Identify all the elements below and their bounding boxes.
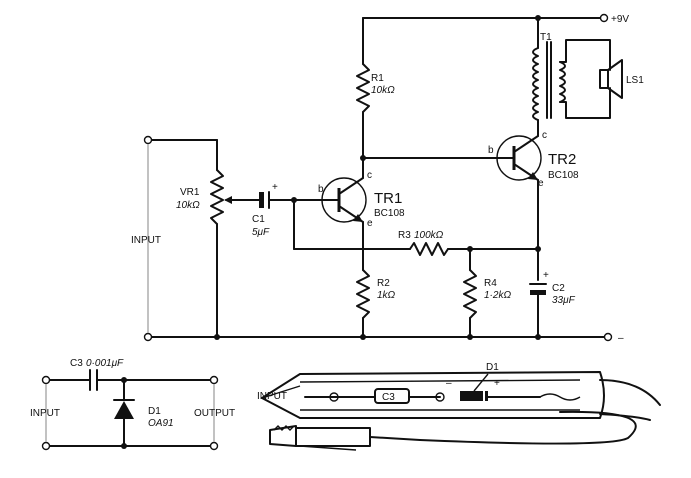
tr2-base-label: b [488, 145, 494, 156]
tr1-type: BC108 [374, 208, 405, 219]
tr1-collector-label: c [367, 170, 372, 181]
probe-tip-label: INPUT [257, 391, 287, 402]
d1-name: D1 [148, 406, 161, 417]
c1-value: 5μF [252, 227, 270, 238]
r2-resistor: R2 1kΩ [356, 269, 396, 340]
r4-name: R4 [484, 278, 497, 289]
t1-name: T1 [540, 32, 552, 43]
c2-polarity: + [543, 270, 549, 281]
probe-drawing: INPUT C3 D1 + – [257, 362, 661, 451]
probe-d1-label: D1 [486, 362, 499, 373]
supply-positive-label: +9V [611, 14, 629, 25]
r4-resistor: R4 1·2kΩ [463, 248, 511, 340]
tr2-emitter-label: e [538, 178, 544, 189]
probe-plus-sign: + [494, 378, 500, 389]
vr1-potentiometer: VR1 10kΩ [176, 139, 257, 340]
tr1-emitter-label: e [367, 218, 373, 229]
c3-value: 0·001μF [86, 358, 124, 369]
main-circuit: +9V – INPUT VR1 10kΩ [131, 13, 644, 344]
tr1-base-label: b [318, 184, 324, 195]
tr2-collector-label: c [542, 130, 547, 141]
probe-c3-label: C3 [382, 392, 395, 403]
r1-name: R1 [371, 73, 384, 84]
probe-output-label: OUTPUT [194, 408, 235, 419]
probe-minus-sign: – [446, 378, 452, 389]
c2-capacitor: + C2 33μF [529, 270, 576, 340]
r3-name: R3 [398, 230, 411, 241]
probe-schematic: C3 0·001μF D1 OA91 INPUT OUTPUT [30, 358, 235, 451]
r2-value: 1kΩ [377, 290, 396, 301]
d1-diode: D1 OA91 [113, 379, 174, 447]
t1-transformer: T1 [532, 17, 566, 123]
c1-name: C1 [252, 214, 265, 225]
vr1-name: VR1 [180, 187, 200, 198]
c3-capacitor: C3 0·001μF [70, 358, 124, 391]
r1-value: 10kΩ [371, 85, 395, 96]
r4-value: 1·2kΩ [484, 290, 511, 301]
probe-d1-body: D1 + – [446, 362, 500, 401]
ls1-loudspeaker: LS1 [559, 39, 644, 119]
c1-polarity: + [272, 182, 278, 193]
tr2-type: BC108 [548, 170, 579, 181]
supply-negative-label: – [618, 333, 624, 344]
input-terminals: INPUT [131, 135, 218, 333]
ground-rail: – [143, 332, 624, 344]
input-label: INPUT [131, 235, 161, 246]
r2-name: R2 [377, 278, 390, 289]
crocodile-clip [269, 425, 421, 451]
c3-name: C3 [70, 358, 83, 369]
c2-name: C2 [552, 283, 565, 294]
positive-rail: +9V [362, 13, 629, 25]
c2-value: 33μF [552, 295, 576, 306]
r1-resistor: R1 10kΩ [356, 17, 395, 159]
probe-input-label: INPUT [30, 408, 60, 419]
tr1-name: TR1 [374, 190, 402, 207]
ls1-name: LS1 [626, 75, 644, 86]
d1-type: OA91 [148, 418, 174, 429]
r3-value: 100kΩ [414, 230, 444, 241]
tr1-transistor: b c e TR1 BC108 [318, 157, 405, 271]
probe-c3-body: C3 [374, 388, 410, 404]
vr1-value: 10kΩ [176, 200, 200, 211]
tr2-transistor: b c e TR2 BC108 [488, 121, 579, 281]
tr2-name: TR2 [548, 151, 576, 168]
c1-capacitor: + C1 5μF [252, 182, 327, 238]
